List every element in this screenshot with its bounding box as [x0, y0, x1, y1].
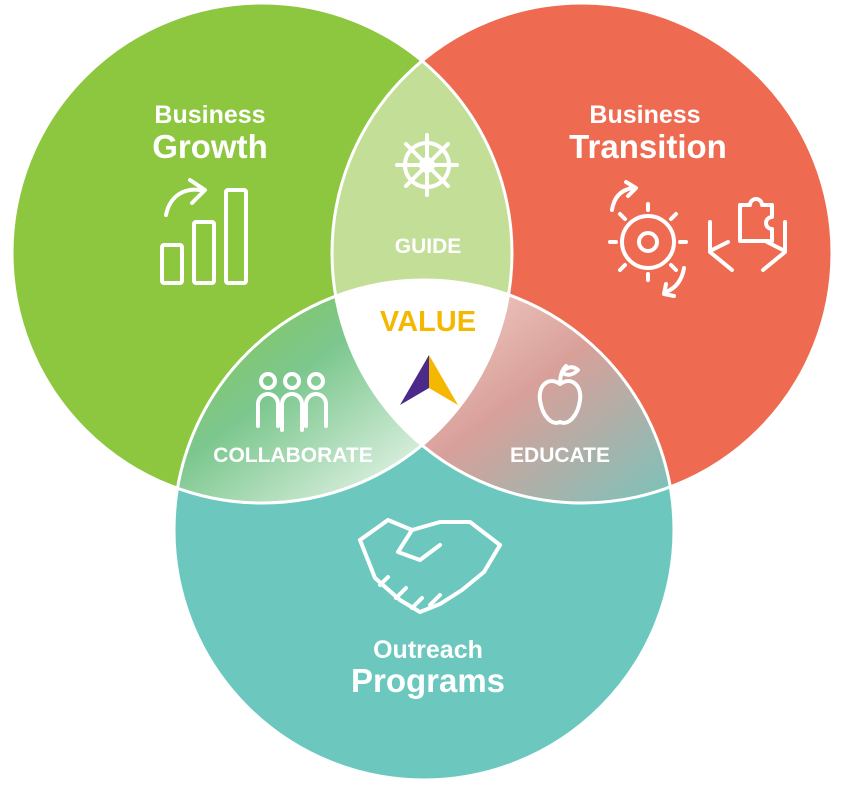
- apple-icon: [537, 364, 583, 425]
- outreach-title: Outreach: [373, 636, 483, 664]
- collaborate-label: COLLABORATE: [213, 444, 372, 467]
- value-label: VALUE: [380, 306, 476, 338]
- bar-chart-growth-icon: [160, 178, 248, 285]
- handshake-icon: [358, 518, 502, 614]
- transition-title-line2: Transition: [569, 128, 727, 165]
- ship-wheel-icon: [395, 133, 459, 197]
- outreach-title-line2: Programs: [351, 662, 505, 699]
- educate-label: EDUCATE: [510, 444, 610, 467]
- growth-title-line2: Growth: [152, 128, 267, 165]
- people-group-icon: [256, 372, 328, 432]
- gears-puzzle-hands-icon: [608, 180, 787, 298]
- guide-label: GUIDE: [395, 235, 462, 258]
- transition-title: Business: [589, 101, 700, 129]
- arrow-logo-icon: [400, 355, 458, 405]
- growth-title: Business: [154, 101, 265, 129]
